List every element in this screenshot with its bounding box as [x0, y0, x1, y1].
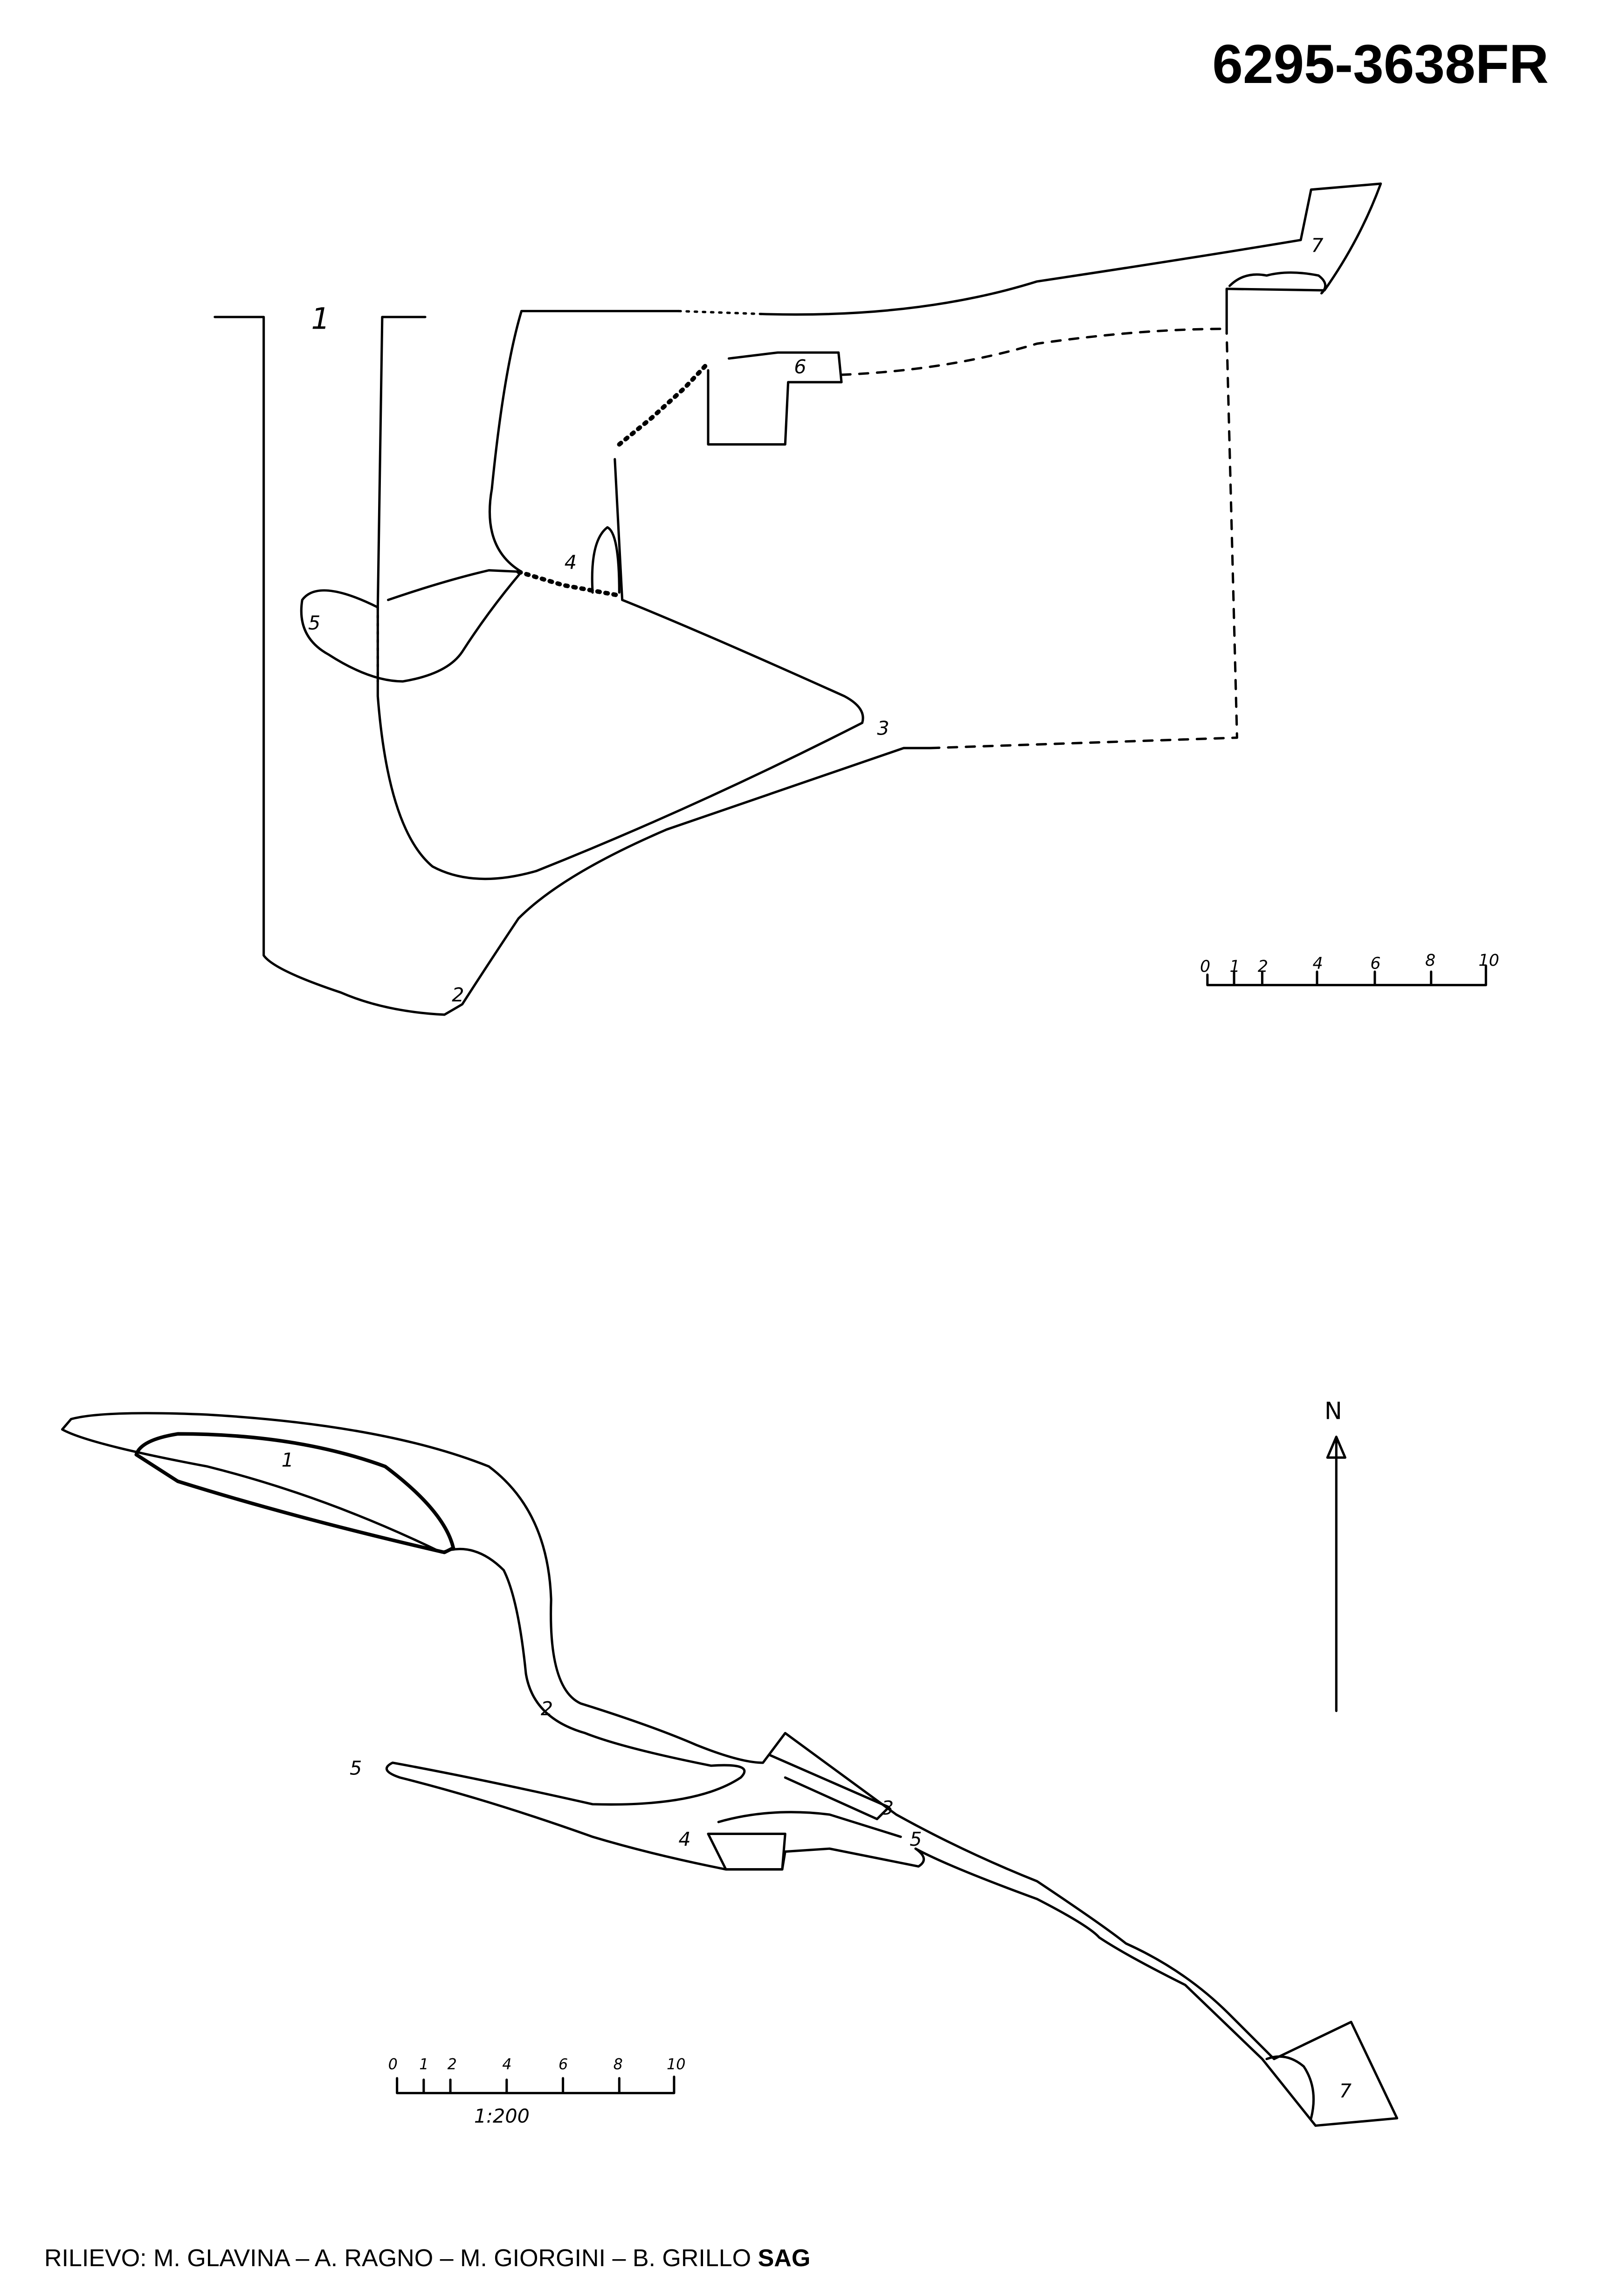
svg-text:0: 0 — [388, 2056, 398, 2073]
section-label-7: 7 — [1311, 234, 1323, 256]
plan-chamber-1 — [134, 1432, 455, 1554]
svg-text:0: 0 — [1200, 957, 1210, 976]
section-rope — [617, 360, 710, 447]
section-dotted-link — [376, 309, 765, 683]
plan-scale-bar: 0 1 2 4 6 8 10 1:200 — [388, 2056, 686, 2127]
section-rope-4 — [516, 569, 622, 598]
plan-label-5a: 5 — [350, 1757, 362, 1779]
north-arrow: N — [1324, 1397, 1346, 1712]
svg-text:1: 1 — [1230, 957, 1240, 976]
section-label-2: 2 — [452, 983, 464, 1006]
plan-outline — [61, 1412, 1399, 2127]
svg-text:6: 6 — [1370, 954, 1380, 973]
plan-label-3: 3 — [882, 1797, 894, 1819]
credits-group: SAG — [758, 2245, 811, 2272]
svg-text:1: 1 — [419, 2056, 428, 2073]
section-profile: 1 2 3 4 5 6 7 — [214, 182, 1382, 1016]
svg-text:6: 6 — [559, 2056, 568, 2073]
svg-text:1: 1 — [311, 302, 330, 336]
credits-names: RILIEVO: M. GLAVINA – A. RAGNO – M. GIOR… — [44, 2245, 752, 2272]
plan-branch-3 — [717, 1754, 902, 1838]
section-upper-chamber — [300, 309, 680, 683]
section-label-6: 6 — [794, 356, 806, 378]
section-top-gallery — [762, 182, 1382, 335]
plan-label-7: 7 — [1339, 2080, 1352, 2102]
svg-text:10: 10 — [1478, 951, 1499, 970]
plan-boulders-7 — [1265, 2055, 1315, 2120]
svg-text:2: 2 — [448, 2056, 457, 2073]
section-outer-wall — [214, 316, 932, 1016]
scale-ratio: 1:200 — [474, 2105, 530, 2127]
plan-boulders-4 — [707, 1832, 786, 1871]
section-label-4: 4 — [565, 551, 577, 573]
section-boulders — [1228, 271, 1327, 295]
survey-credits: RILIEVO: M. GLAVINA – A. RAGNO – M. GIOR… — [44, 2244, 810, 2272]
svg-text:10: 10 — [667, 2056, 685, 2073]
plan-label-5b: 5 — [910, 1828, 922, 1850]
plan-label-2: 2 — [541, 1698, 553, 1720]
svg-text:4: 4 — [1313, 954, 1323, 973]
section-label-3: 3 — [877, 717, 889, 739]
cave-code-title: 6295-3638FR — [1212, 34, 1549, 95]
section-dashed-outline — [840, 327, 1238, 749]
section-chamber-6 — [707, 351, 843, 446]
svg-text:2: 2 — [1258, 957, 1268, 976]
north-label: N — [1324, 1397, 1342, 1425]
section-pillar — [591, 526, 621, 594]
svg-text:8: 8 — [614, 2056, 623, 2073]
section-scale-bar: 0 1 2 4 6 8 10 — [1200, 951, 1499, 986]
svg-text:4: 4 — [502, 2056, 511, 2073]
section-inner-wall — [376, 316, 864, 880]
plan-label-4: 4 — [678, 1828, 690, 1850]
plan-view: 1 2 3 4 5 5 7 — [61, 1412, 1399, 2127]
svg-text:8: 8 — [1425, 951, 1435, 970]
plan-label-1: 1 — [282, 1449, 294, 1471]
section-label-5: 5 — [308, 612, 320, 634]
